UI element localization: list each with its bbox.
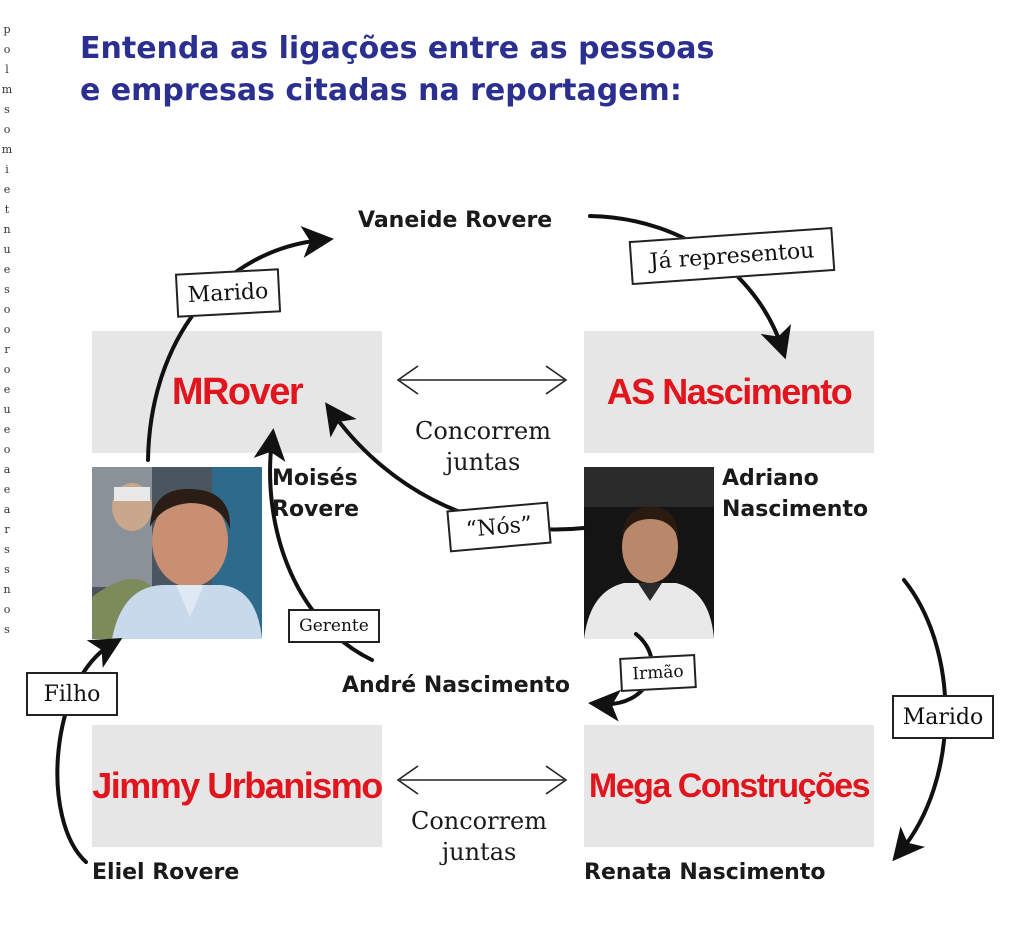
tag-gerente-label: Gerente: [299, 616, 369, 636]
relation-concorrem-top: Concorrem juntas: [396, 416, 570, 478]
margin-letter: o: [3, 443, 11, 456]
margin-letter: e: [3, 383, 11, 396]
margin-letter: u: [3, 403, 11, 416]
double-arrow-bottom-left-head: [396, 765, 419, 795]
relation-concorrem-bottom-line-1: Concorrem: [410, 807, 548, 835]
margin-letter: o: [3, 303, 11, 316]
margin-letter: u: [3, 243, 11, 256]
company-mega-construcoes-label: Mega Construções: [588, 766, 871, 805]
person-moises-line-2: Rovere: [272, 497, 360, 522]
person-moises-line-1: Moisés: [272, 466, 358, 491]
margin-letter: p: [3, 23, 11, 36]
margin-letter: e: [3, 423, 11, 436]
tag-filho-label: Filho: [43, 681, 101, 707]
margin-letter: n: [3, 583, 11, 596]
margin-letter: o: [3, 43, 11, 56]
photo-adriano-nascimento-image: [584, 467, 714, 639]
tag-marido-left-label: Marido: [187, 278, 269, 308]
margin-letter: t: [4, 203, 10, 216]
person-adriano-nascimento: Adriano Nascimento: [722, 463, 868, 525]
person-andre-nascimento: André Nascimento: [342, 673, 570, 698]
margin-letter: o: [3, 323, 11, 336]
relation-concorrem-top-line-2: juntas: [445, 448, 521, 476]
margin-letter: m: [1, 83, 13, 96]
margin-letter: r: [4, 523, 10, 536]
margin-letter: i: [5, 163, 9, 176]
relation-concorrem-bottom-line-2: juntas: [441, 838, 517, 866]
tag-filho: Filho: [26, 672, 118, 716]
person-adriano-line-2: Nascimento: [722, 497, 869, 522]
person-moises-rovere: Moisés Rovere: [272, 463, 359, 525]
margin-letter: o: [3, 123, 11, 136]
company-mega-construcoes: Mega Construções: [584, 725, 874, 847]
relation-concorrem-top-line-1: Concorrem: [414, 417, 552, 445]
company-jimmy-urbanismo-label: Jimmy Urbanismo: [92, 765, 383, 806]
photo-moises-rovere-image: [92, 467, 262, 639]
tag-marido-left: Marido: [174, 268, 282, 318]
person-adriano-line-1: Adriano: [722, 466, 819, 491]
tag-marido-right-label: Marido: [902, 704, 984, 730]
margin-letter: s: [4, 103, 10, 116]
relation-concorrem-bottom: Concorrem juntas: [392, 806, 566, 868]
margin-letter: a: [3, 463, 11, 476]
double-arrow-top-left-head: [396, 365, 419, 395]
photo-moises-rovere: [92, 467, 262, 639]
margin-letter: s: [4, 563, 10, 576]
margin-letter: e: [3, 483, 11, 496]
tag-irmao-label: Irmão: [631, 661, 685, 685]
title-line-1: Entenda as ligações entre as pessoas: [80, 31, 715, 66]
margin-letter: r: [4, 343, 10, 356]
tag-nos-label: “Nós”: [464, 511, 534, 543]
margin-letter: e: [3, 183, 11, 196]
margin-letter: s: [4, 543, 10, 556]
margin-letter: l: [5, 63, 9, 76]
page-title: Entenda as ligações entre as pessoas e e…: [80, 28, 980, 112]
tag-ja-representou-label: Já representou: [648, 237, 816, 275]
tag-gerente: Gerente: [288, 609, 380, 643]
double-arrow-top-right-head: [545, 365, 568, 395]
person-eliel-rovere: Eliel Rovere: [92, 860, 240, 885]
double-arrow-bottom-right-head: [545, 765, 568, 795]
margin-letter: n: [3, 223, 11, 236]
margin-letter: o: [3, 363, 11, 376]
person-vaneide-rovere: Vaneide Rovere: [358, 208, 553, 233]
margin-letter: s: [4, 283, 10, 296]
photo-adriano-nascimento: [584, 467, 714, 639]
company-as-nascimento: AS Nascimento: [584, 331, 874, 453]
margin-letter: m: [1, 143, 13, 156]
title-line-2: e empresas citadas na reportagem:: [80, 73, 682, 108]
tag-marido-right: Marido: [892, 695, 994, 739]
margin-letter: o: [3, 603, 11, 616]
margin-letter: e: [3, 263, 11, 276]
company-mrover: MRover: [92, 331, 382, 453]
margin-letter: s: [4, 623, 10, 636]
company-as-nascimento-label: AS Nascimento: [606, 371, 853, 412]
person-renata-nascimento: Renata Nascimento: [584, 860, 826, 885]
margin-letter: a: [3, 503, 11, 516]
tag-irmao: Irmão: [619, 654, 697, 692]
company-mrover-label: MRover: [171, 370, 304, 413]
tag-nos: “Nós”: [446, 501, 552, 553]
arrow-filho: [55, 637, 123, 864]
company-jimmy-urbanismo: Jimmy Urbanismo: [92, 725, 383, 847]
